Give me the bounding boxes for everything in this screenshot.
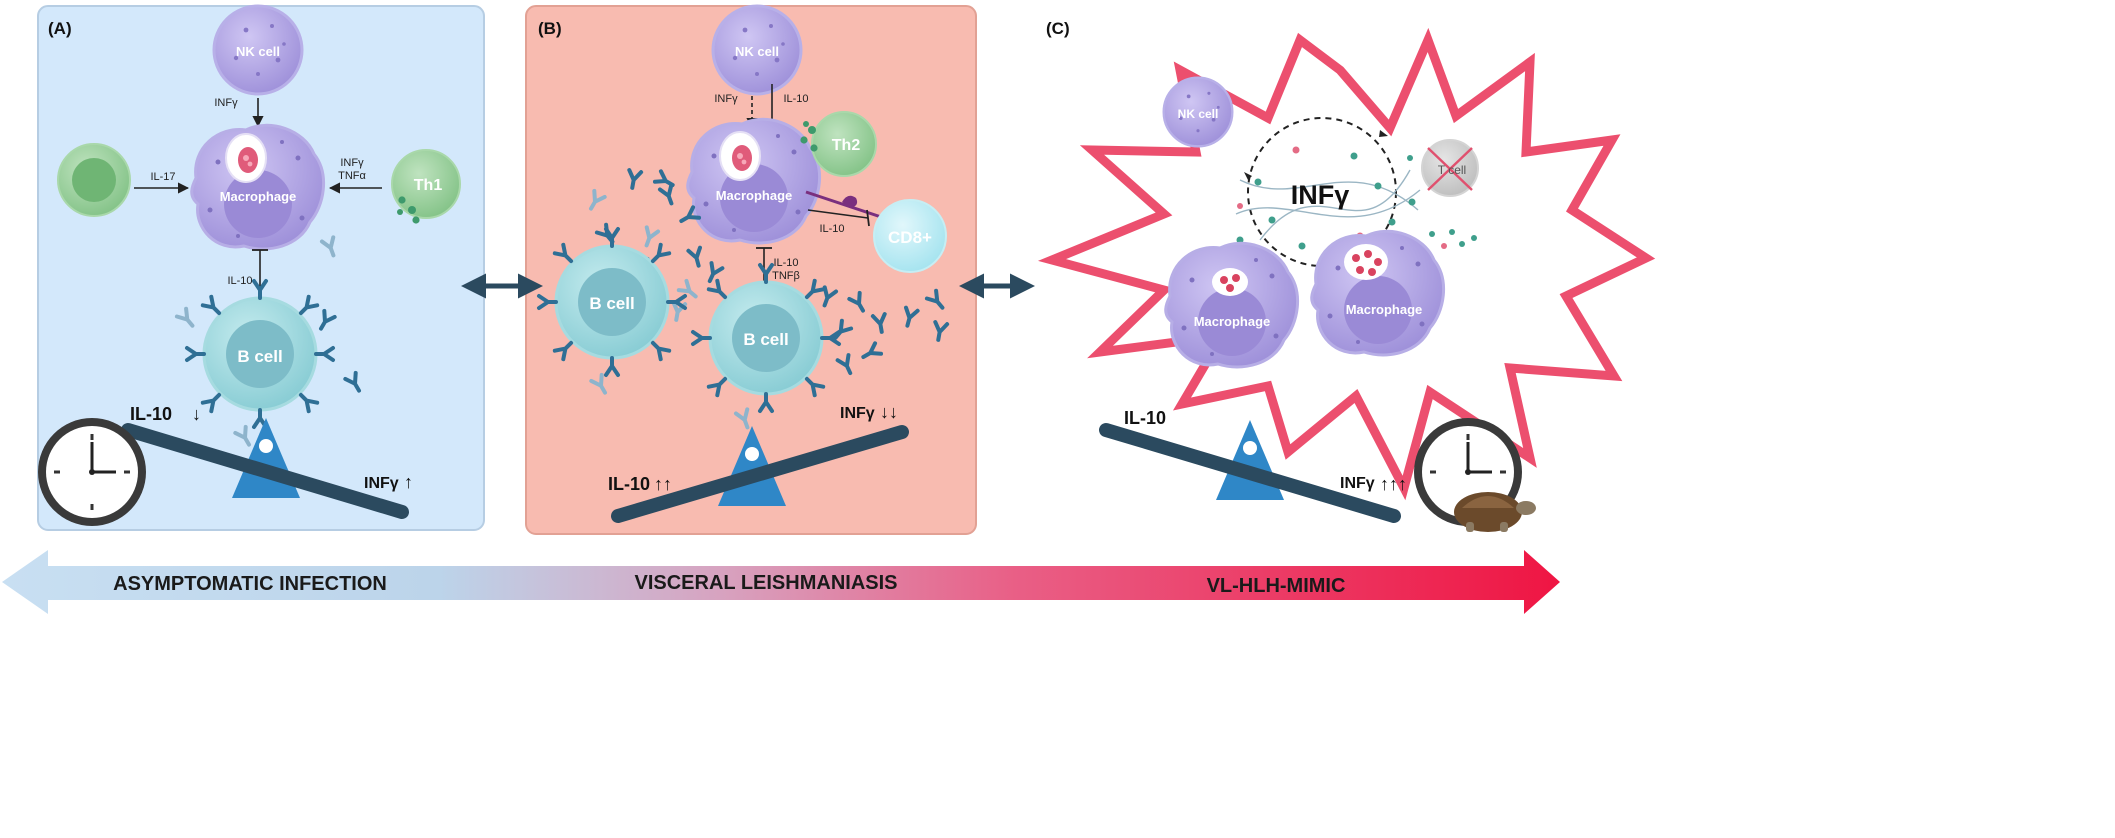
panel-a-clock-icon [36, 416, 148, 528]
panel-a-nk-cell-label: NK cell [236, 44, 280, 59]
panel-a-th1-cell [391, 149, 461, 224]
panel-c-macrophage-left-label: Macrophage [1194, 314, 1271, 329]
panel-b-il10-cd8-label: IL-10 [819, 223, 844, 235]
panel-b-infg-label: INFγ [714, 93, 738, 105]
panel-a-seesaw-il10: IL-10 [130, 404, 172, 424]
panel-a-il10-label: IL-10 [227, 275, 252, 287]
panel-a-macrophage-label: Macrophage [220, 189, 297, 204]
progression-arrow [2, 550, 1560, 614]
panel-b-cd8-label: CD8+ [888, 228, 932, 247]
panel-b-label: (B) [538, 19, 562, 38]
panel-c-macrophage-left [1164, 241, 1300, 369]
panel-c-cytokine-storm [1235, 117, 1477, 267]
panel-c-label: (C) [1046, 19, 1070, 38]
panel-c-parasites-left [1212, 268, 1248, 296]
panel-c-seesaw-infg: INFγ [1340, 475, 1375, 492]
panel-a-seesaw-infg: INFγ [364, 475, 399, 492]
panel-a-il10-down-arrow: ↓ [192, 404, 201, 424]
panel-b-parasite-vacuole [719, 131, 761, 181]
panel-c-nk-cell-label: NK cell [1178, 107, 1219, 121]
panel-a-parasite-vacuole [225, 133, 267, 183]
panel-b-il10-label-2: IL-10 [773, 257, 798, 269]
panel-b-cd8-cell [873, 199, 947, 273]
panel-c-infg-triple-up-arrow: ↑↑↑ [1380, 474, 1407, 494]
panel-c-t-cell [1421, 139, 1479, 197]
panel-a-label: (A) [48, 19, 72, 38]
panel-b-infg-double-down-arrow: ↓↓ [880, 402, 898, 422]
panel-b: (B) NK cell INFγ IL-10 Macrophage Th2 [525, 4, 977, 535]
panel-b-il10-cd8-inhibition-bar [866, 209, 870, 227]
panel-a-green-cell [57, 143, 131, 217]
panel-b-b-cell-left-label: B cell [589, 294, 634, 313]
panel-a-tnfa-label: TNFα [338, 170, 366, 182]
panel-a: (A) NK cell INFγ Macrophage IL-17 Th1 IN… [36, 4, 485, 531]
panel-a-seesaw-bar [121, 423, 409, 519]
panel-a-th1-label: Th1 [414, 177, 443, 194]
panel-c-t-cell-label: T cell [1438, 163, 1466, 177]
panel-c-burst [1037, 27, 1656, 501]
panel-b-receptor-icon [842, 195, 858, 208]
panel-b-seesaw-bar [611, 425, 909, 523]
arrow-label-visceral: VISCERAL LEISHMANIASIS [635, 572, 898, 594]
panel-c: (C) NK cell T cell [1037, 19, 1656, 532]
panel-a-infg-up-arrow: ↑ [404, 472, 413, 492]
panel-c-macrophage-right-label: Macrophage [1346, 302, 1423, 317]
arrow-label-vl-hlh: VL-HLH-MIMIC [1207, 575, 1346, 597]
panel-b-b-cell-center-label: B cell [743, 330, 788, 349]
panel-b-nk-cell-label: NK cell [735, 44, 779, 59]
panel-a-b-cell-label: B cell [237, 347, 282, 366]
panel-b-th2-cell [800, 111, 877, 177]
panel-c-seesaw-bar [1099, 423, 1401, 523]
panel-b-seesaw-il10: IL-10 [608, 474, 650, 494]
panel-c-seesaw-il10: IL-10 [1124, 408, 1166, 428]
panel-c-parasites-right [1344, 244, 1388, 280]
panel-a-il17-label: IL-17 [150, 171, 175, 183]
panel-b-tnfb-label: TNFβ [772, 270, 800, 282]
panel-b-seesaw-infg: INFγ [840, 405, 875, 422]
panel-c-tortoise-icon [1454, 492, 1536, 532]
panel-a-infg-label: INFγ [340, 157, 364, 169]
panel-b-macrophage-label: Macrophage [716, 188, 793, 203]
panel-b-il10-cd8-inhibition [807, 209, 869, 219]
panel-b-il10-double-up-arrow: ↑↑ [654, 474, 672, 494]
panel-a-infg-arrow-label: INFγ [214, 97, 238, 109]
panel-b-il10-nk-label: IL-10 [783, 93, 808, 105]
panel-b-th2-label: Th2 [832, 137, 861, 154]
arrow-label-asymptomatic: ASYMPTOMATIC INFECTION [113, 573, 387, 595]
panel-c-infg-label: INFγ [1291, 180, 1350, 210]
